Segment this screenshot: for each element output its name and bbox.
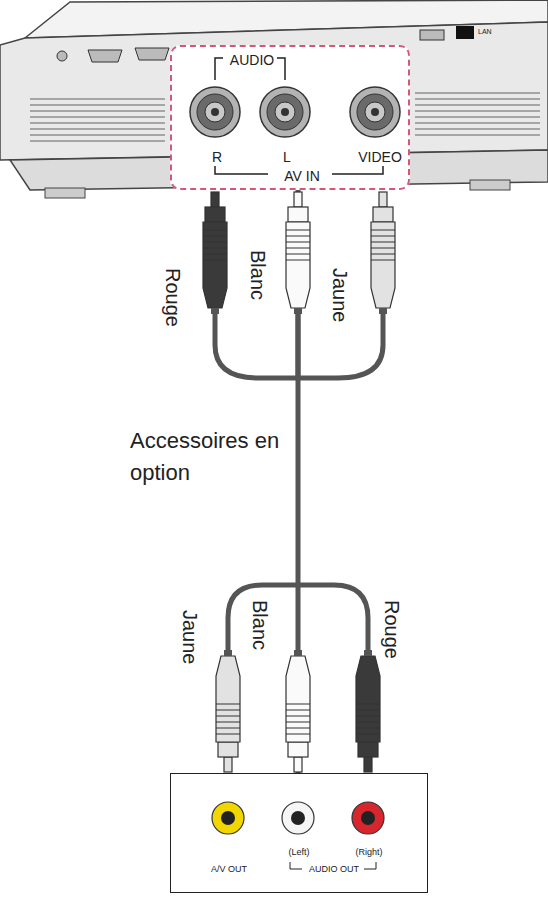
rca-plug (286, 650, 310, 772)
rca-plug (203, 192, 227, 314)
device-ground (170, 773, 428, 893)
wire-color: Rouge (380, 600, 404, 659)
jack (260, 87, 310, 137)
rgb-port (135, 48, 169, 60)
port-name: LAN (478, 28, 492, 36)
jack (190, 87, 240, 137)
jack-label: (Left) (288, 847, 309, 857)
wire-color: Rouge (161, 268, 185, 327)
jack-label: A/V OUT (211, 864, 247, 874)
jack-label: L (283, 149, 291, 165)
vent (415, 88, 540, 138)
jack-label: R (212, 149, 222, 165)
jack (350, 87, 400, 137)
foot (470, 180, 510, 190)
rgb-port (88, 50, 122, 62)
output-jack (212, 802, 384, 834)
output-panel: A/V OUT (Left) (Right) AUDIO OUT (170, 773, 428, 893)
rca-plug (286, 192, 310, 314)
jack-label: VIDEO (358, 149, 402, 165)
panel-ground (170, 45, 410, 190)
cable-label: Accessoires en option (130, 425, 280, 489)
jack-label: AV IN (284, 168, 320, 184)
rca-plug (216, 650, 240, 772)
jack-label: AUDIO OUT (309, 864, 359, 874)
wire-color: Jaune (178, 610, 202, 665)
port (57, 51, 67, 61)
jack-label: (Right) (355, 847, 382, 857)
cable (215, 312, 383, 652)
rca-plug (371, 192, 395, 314)
rca-plug (356, 650, 380, 772)
lan-port (456, 26, 474, 39)
jack-label: AUDIO (230, 52, 274, 68)
wire-color: Blanc (246, 250, 270, 300)
wire-color: Blanc (248, 600, 272, 650)
port (420, 30, 444, 40)
foot (45, 188, 85, 198)
vent (30, 95, 165, 143)
input-panel: AUDIO R L VIDEO AV IN (170, 45, 410, 190)
wire-color: Jaune (328, 268, 352, 323)
